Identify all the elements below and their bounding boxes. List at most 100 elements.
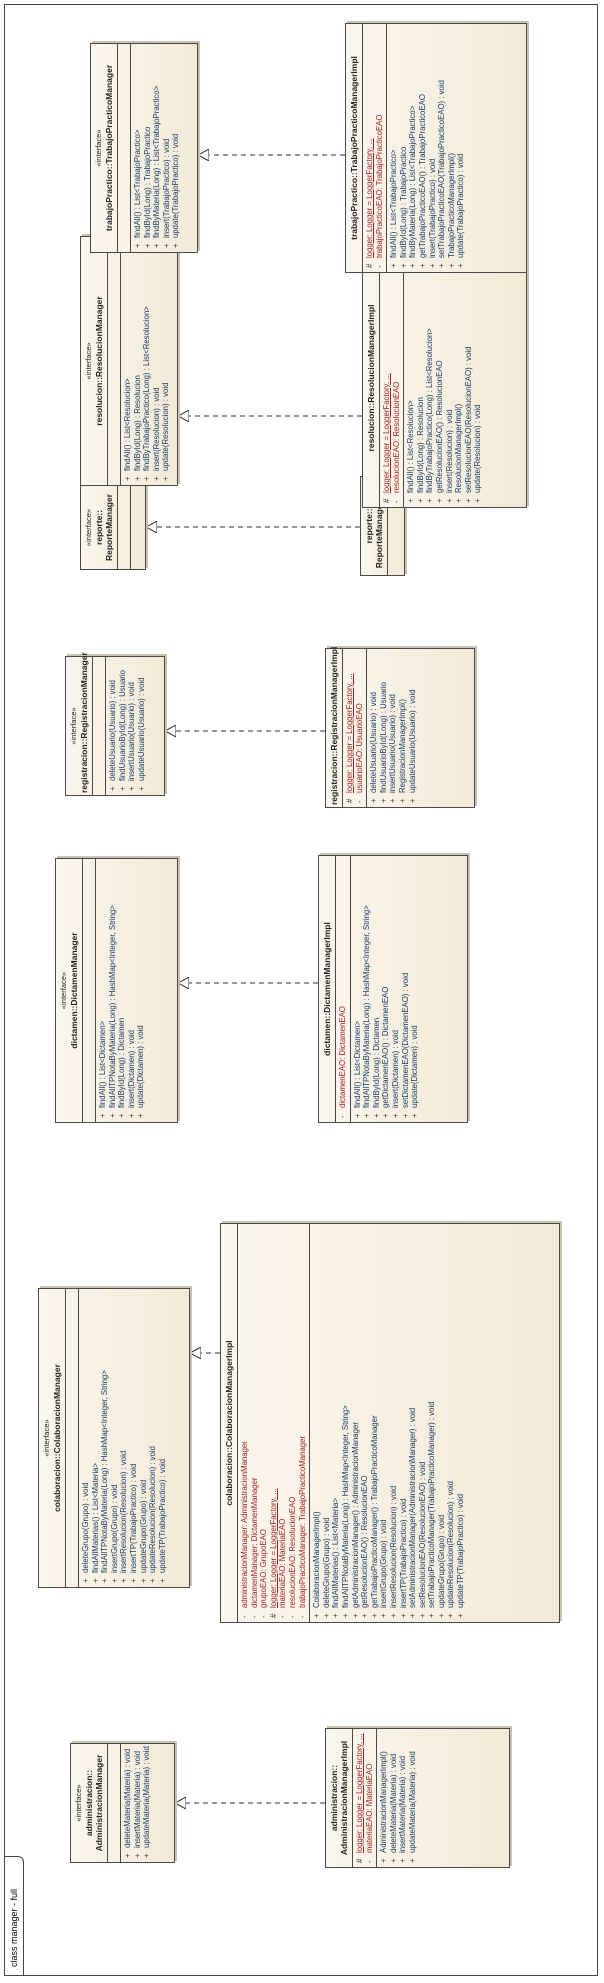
visibility-marker: + [312,1613,322,1618]
operation-text: insertTP(TrabajoPractico) : void [128,1463,138,1573]
class-header: «interface»dictamen::DictamenManager [56,859,83,1122]
attribute-text: logger: Logger = LoggerFactory. ... [382,373,391,493]
class-box-admin-impl[interactable]: administracion::AdministracionManagerImp… [325,1728,510,1868]
operation-compartment: + findAll() : List<Dictamen>+findAllTPNot… [351,856,422,1122]
attribute-row: -dictamenEAO: DictamenEAO [338,860,348,1118]
visibility-marker: # [365,263,374,268]
class-box-reg-impl[interactable]: registracion::RegistracionManagerImpl#lo… [325,647,475,808]
operation-row: +findAllTPNotaByMateria(Long) : HashMap<… [362,860,372,1118]
operation-row: +update(Dictamen) : void [410,860,420,1118]
operation-row: +insertResolucion(Resolucion) : void [389,1228,399,1618]
class-box-tp-impl[interactable]: trabajoPractico::TrabajoPracticoManagerI… [345,23,527,273]
operation-text: getResolucionEAO() : ResolucionEAO [360,1475,370,1608]
operation-row: +updateUsuario(Usuario) : void [408,653,418,803]
operation-text: findAllTPNotaByMateria(Long) : HashMap<I… [340,1405,350,1608]
class-box-res-impl[interactable]: resolucion::ResolucionManagerImpl #logger… [362,248,527,508]
class-stereotype: «interface» [59,971,68,1010]
class-box-rep-iface[interactable]: «interface»reporte::ReporteManager [80,485,146,570]
operation-text: updateGrupo(Grupo) : void [436,1514,446,1608]
visibility-marker: + [321,1613,331,1618]
attribute-text: logger: Logger = LoggerFactory. ... [268,1488,278,1608]
operation-row: +deleteUsuario(Usuario) : void [108,661,118,791]
operation-compartment: +findAll() : List<TrabajoPractico> +findB… [131,44,183,252]
visibility-marker: + [352,1113,362,1118]
class-box-colab-iface[interactable]: «interface»colaboracion::ColaboracionMan… [38,1288,190,1588]
class-header: «interface»registracion::RegistracionMan… [66,652,93,795]
visibility-marker: + [108,786,117,791]
operation-row: +findById(Long) : TrabajoPractico [399,28,409,268]
visibility-marker: - [287,1615,297,1618]
operation-row: +getTrabajoPracticoManager() : TrabajoPr… [370,1228,380,1618]
attribute-row: -grupoEAO: GrupoEAO [259,1228,269,1618]
class-name: administracion:: [84,1769,94,1837]
operation-text: updateTP(TrabajoPractico) : void [456,1493,466,1608]
class-box-admin-iface[interactable]: «interface»administracion::Administracio… [70,1743,175,1863]
class-box-colab-impl[interactable]: colaboracion::ColaboracionManagerImpl-ad… [220,1223,560,1623]
visibility-marker: - [249,1615,259,1618]
visibility-marker: - [374,265,384,268]
class-box-reg-iface[interactable]: «interface»registracion::RegistracionMan… [65,652,165,796]
diagram-frame: class manager - full [4,4,598,1976]
operation-text: deleteMateria(Materia) : void [123,1748,132,1848]
operation-text: findAll() : List<Dictamen> [352,1020,362,1108]
operation-row: +getResolucionEAO() : ResolucionEAO [435,253,445,503]
class-stereotype: «interface» [69,707,78,745]
operation-row: +setTrabajoPracticoEAO(TrabajoPracticoEA… [437,28,447,268]
operation-compartment: +deleteMateria(Materia) : void+insertMat… [121,1744,154,1862]
operation-text: findAll() : List<TrabajoPractico> [133,129,142,238]
operation-row: +updateResolucion(Resolucion) : void [148,1293,158,1583]
operation-text: insertResolucion(Resolucion) : void [119,1450,129,1573]
class-name: reporte:: [94,510,104,545]
class-header: trabajoPractico::TrabajoPracticoManagerI… [346,24,363,272]
class-stereotype: «interface» [94,129,103,167]
visibility-marker: + [90,1578,100,1583]
operation-text: findByMateria(Long) : List<TrabajoPracti… [152,85,162,238]
class-name: trabajoPractico::TrabajoPracticoManagerI… [349,56,359,240]
class-name: colaboracion::ColaboracionManager [52,1364,62,1512]
attribute-text: materiaEAO: MateriaEAO [364,1763,374,1853]
operation-row: +findById(Long) : Resolucion [133,241,143,481]
class-box-tp-iface[interactable]: «interface»trabajoPractico::TrabajoPract… [90,43,198,253]
operation-text: AdministracionManagerImpl() [379,1751,389,1853]
operation-text: getTrabajoPracticoEAO() : TrabajoPractic… [417,94,427,258]
visibility-marker: - [354,800,364,803]
operation-row: +findAll() : List<Dictamen> [98,863,108,1118]
operation-text: findAll() : List<Resolucion> [406,400,416,493]
class-box-res-iface[interactable]: «interface»resolucion::ResolucionManager… [80,236,178,486]
operation-row: +findAll() : List<TrabajoPractico> [133,48,143,248]
visibility-marker: + [369,798,379,803]
operation-row: +findByTrabajoPractico(Long) : List<Reso… [142,241,152,481]
operation-row: +findByMateria(Long) : List<TrabajoPract… [152,48,162,248]
class-box-dict-impl[interactable]: dictamen::DictamenManagerImpl-dictamenEA… [318,855,468,1123]
operation-text: insertTP(TrabajoPractico) : void [398,1498,408,1608]
operation-text: findUsuarioById(Long) : Usuario [378,682,388,793]
operation-text: insertMateria(Materia) : void [398,1755,408,1853]
visibility-marker: + [350,1613,360,1618]
operation-text: findById(Long) : Dictamen [371,1017,381,1108]
operation-row: +updateMateria(Materia) : void [142,1746,152,1858]
visibility-marker: + [389,263,399,268]
class-box-dict-iface[interactable]: «interface»dictamen::DictamenManager +fin… [55,858,178,1123]
operation-text: setAdministracionManager(AdministracionM… [408,1407,418,1608]
operation-text: updateTP(TrabajoPractico) : void [157,1458,167,1573]
class-name: dictamen::DictamenManager [69,932,79,1049]
operation-row: +insertMateria(Materia) : void [398,1733,408,1863]
visibility-marker: + [148,1578,158,1583]
class-name: resolucion::ResolucionManagerImpl [366,304,376,452]
operation-text: insert(Dictamen) : void [390,1030,400,1108]
class-header: «interface»resolucion::ResolucionManager [81,237,108,485]
visibility-marker: + [437,263,447,268]
visibility-marker: + [157,1578,167,1583]
attribute-compartment: -dictamenEAO: DictamenEAO [336,856,351,1122]
operation-row: +findAllTPNotaByMateria(Long) : HashMap<… [341,1228,351,1618]
operation-row: +update(Resolucion) : void [161,241,171,481]
operation-row: +findAllTPNotaByMateria(Long) : HashMap<… [100,1293,110,1583]
class-header: «interface»colaboracion::ColaboracionMan… [39,1289,66,1587]
class-name: resolucion::ResolucionManager [94,296,104,426]
operation-text: insertResolucion(Resolucion) : void [388,1485,398,1608]
visibility-marker: # [268,1613,278,1618]
class-header: «interface»administracion::Administracio… [71,1744,108,1862]
attribute-row: -trabajoPracticoManager: TrabajoPractico… [298,1228,308,1618]
operation-text: ColaboracionManagerImpl() [312,1511,322,1608]
operation-text: findByTrabajoPractico(Long) : List<Resol… [142,306,152,471]
